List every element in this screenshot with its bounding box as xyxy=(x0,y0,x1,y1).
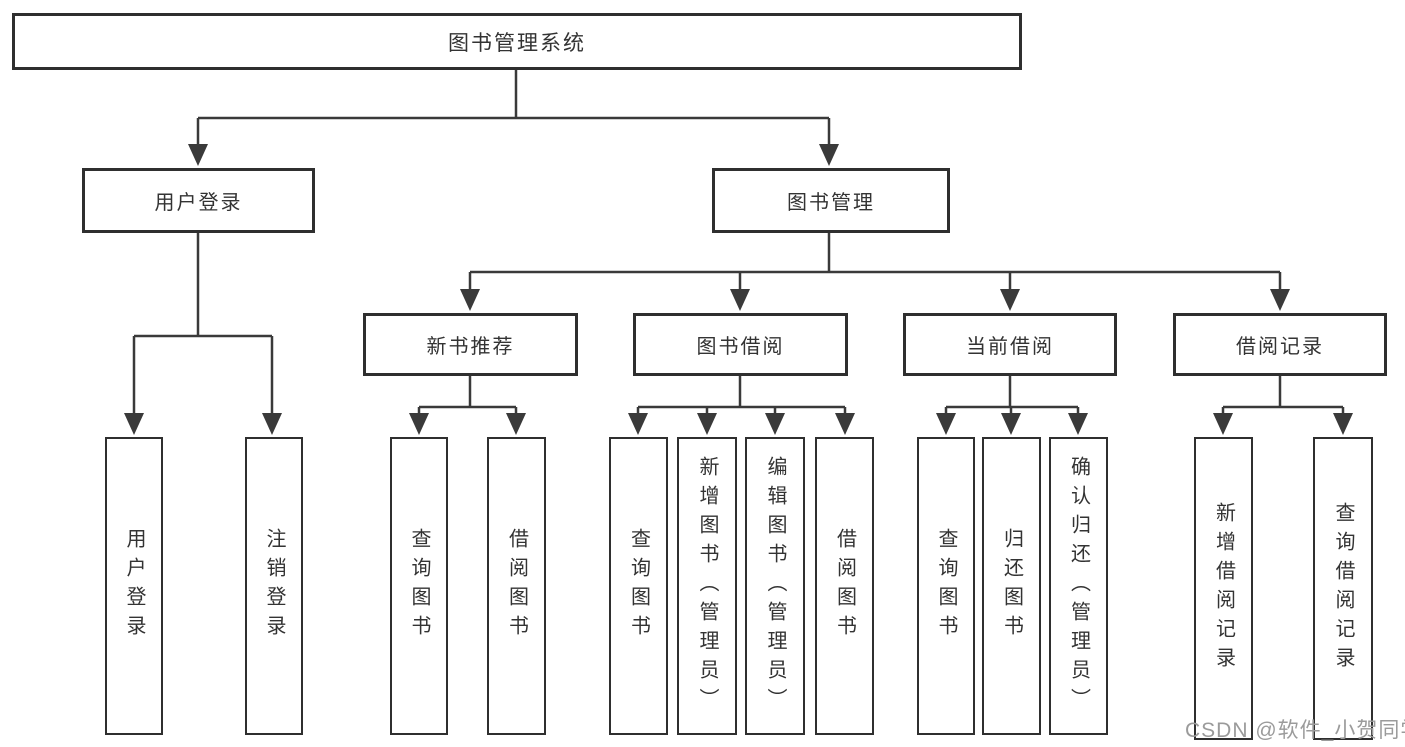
node-borrow-records: 借阅记录 xyxy=(1173,313,1387,376)
node-current-borrow: 当前借阅 xyxy=(903,313,1117,376)
node-leaf-add-borrow-record: 新增借阅记录 xyxy=(1194,437,1253,740)
node-leaf-confirm-return-admin: 确认归还（管理员） xyxy=(1049,437,1108,735)
node-book-borrow: 图书借阅 xyxy=(633,313,848,376)
node-leaf-borrow-books-1: 借阅图书 xyxy=(487,437,546,735)
node-label: 查询图书 xyxy=(627,528,650,644)
node-root-system: 图书管理系统 xyxy=(12,13,1022,70)
connector-newbooks-to-leaves xyxy=(409,376,526,435)
node-label: 新增借阅记录 xyxy=(1212,501,1235,676)
node-label: 图书借阅 xyxy=(696,336,785,358)
node-label: 用户登录 xyxy=(123,528,145,644)
node-label: 图书管理系统 xyxy=(448,31,586,55)
node-label: 查询图书 xyxy=(408,528,430,644)
node-leaf-borrow-books-2: 借阅图书 xyxy=(815,437,874,735)
node-label: 查询借阅记录 xyxy=(1332,501,1354,676)
node-leaf-user-login: 用户登录 xyxy=(105,437,163,735)
node-label: 借阅记录 xyxy=(1236,336,1324,358)
node-new-book-recommend: 新书推荐 xyxy=(363,313,578,376)
node-label: 确认归还（管理员） xyxy=(1067,455,1090,717)
node-label: 查询图书 xyxy=(935,528,957,644)
node-label: 当前借阅 xyxy=(966,336,1054,358)
connector-userlogin-to-leaves xyxy=(124,233,282,435)
node-user-login: 用户登录 xyxy=(82,168,315,233)
node-label: 用户登录 xyxy=(154,192,243,214)
node-leaf-edit-book-admin: 编辑图书（管理员） xyxy=(745,437,805,735)
node-leaf-return-book: 归还图书 xyxy=(982,437,1041,735)
node-label: 归还图书 xyxy=(1000,528,1023,644)
node-leaf-query-books-1: 查询图书 xyxy=(390,437,448,735)
node-label: 新书推荐 xyxy=(426,336,515,358)
node-book-management: 图书管理 xyxy=(712,168,950,233)
node-label: 图书管理 xyxy=(787,192,875,214)
connector-currentborrow-to-leaves xyxy=(936,376,1088,435)
connector-bookborrow-to-leaves xyxy=(628,376,855,435)
node-leaf-query-borrow-record: 查询借阅记录 xyxy=(1313,437,1373,740)
node-label: 新增图书（管理员） xyxy=(696,455,718,717)
node-label: 注销登录 xyxy=(263,528,285,644)
node-label: 借阅图书 xyxy=(833,528,856,644)
connector-borrowrecords-to-leaves xyxy=(1213,376,1353,435)
connector-bookmgmt-to-level3 xyxy=(460,233,1290,311)
node-leaf-query-books-2: 查询图书 xyxy=(609,437,668,735)
csdn-watermark: CSDN @软件_小贺同学 xyxy=(1185,719,1405,742)
node-leaf-add-book-admin: 新增图书（管理员） xyxy=(677,437,737,735)
node-leaf-logout: 注销登录 xyxy=(245,437,303,735)
node-leaf-query-books-3: 查询图书 xyxy=(917,437,975,735)
connector-root-to-level2 xyxy=(188,70,839,166)
node-label: 借阅图书 xyxy=(505,528,528,644)
node-label: 编辑图书（管理员） xyxy=(764,455,786,717)
